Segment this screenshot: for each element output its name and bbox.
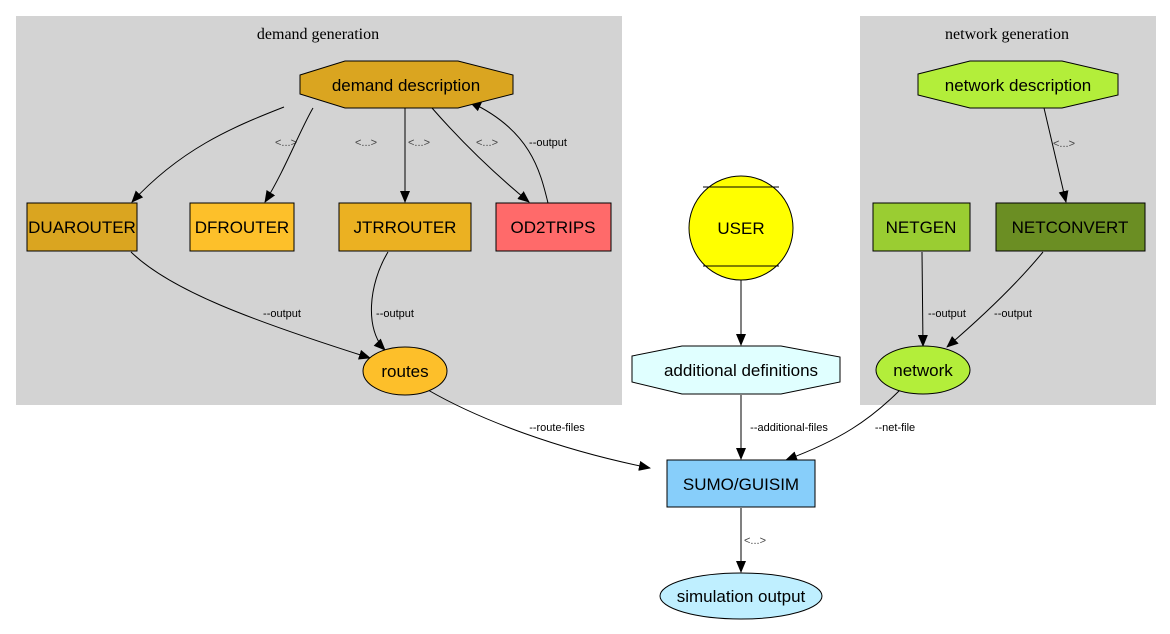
node-label: simulation output <box>677 587 806 606</box>
node-dfrouter[interactable]: DFROUTER <box>189 202 295 252</box>
node-label: SUMO/GUISIM <box>683 475 799 494</box>
circle-shape <box>688 175 794 281</box>
node-sumo-guisim[interactable]: SUMO/GUISIM <box>666 459 816 508</box>
node-user[interactable]: USER <box>688 175 794 281</box>
edge-label-demand-dfrouter: <...> <box>355 137 377 149</box>
edge-demand-description-to-dfrouter <box>264 107 314 203</box>
edges: <...> <...> <...> <...> --output --outpu… <box>130 101 1075 573</box>
node-label: OD2TRIPS <box>510 218 595 237</box>
node-label: network <box>893 361 953 380</box>
node-od2trips[interactable]: OD2TRIPS <box>495 202 612 252</box>
edge-jtrrouter-to-routes <box>370 251 389 351</box>
node-simulation-output[interactable]: simulation output <box>659 572 823 620</box>
edge-label-duarouter-output: --output <box>263 308 301 320</box>
node-demand-description[interactable]: demand description <box>299 60 514 109</box>
edge-label-additional-files: --additional-files <box>750 422 828 434</box>
edge-demand-description-to-duarouter <box>131 106 285 203</box>
node-label: additional definitions <box>664 361 818 380</box>
box-shape <box>338 202 472 252</box>
node-additional-definitions[interactable]: additional definitions <box>631 345 841 395</box>
edge-label-net-file: --net-file <box>875 422 915 434</box>
edge-label-demand-duarouter: <...> <box>275 137 297 149</box>
cluster-demand-title: demand generation <box>257 26 379 43</box>
node-netgen[interactable]: NETGEN <box>872 202 971 252</box>
node-label: network description <box>945 76 1091 95</box>
node-label: NETCONVERT <box>1012 218 1129 237</box>
edge-routes-to-sumo <box>427 389 651 471</box>
ellipse-shape <box>659 572 823 620</box>
node-routes[interactable]: routes <box>362 346 448 396</box>
node-duarouter[interactable]: DUAROUTER <box>26 202 138 252</box>
node-label: routes <box>381 362 428 381</box>
edge-label-route-files: --route-files <box>529 422 585 434</box>
node-label: DUAROUTER <box>28 218 136 237</box>
edge-label-sumo-output: <...> <box>744 535 766 547</box>
box-shape <box>26 202 138 252</box>
node-label: NETGEN <box>886 218 957 237</box>
node-netconvert[interactable]: NETCONVERT <box>995 202 1146 252</box>
edge-network-description-to-netconvert <box>1043 107 1069 203</box>
octagon-shape <box>631 345 841 395</box>
box-shape <box>189 202 295 252</box>
edge-network-to-sumo <box>785 389 901 461</box>
box-shape <box>495 202 612 252</box>
ellipse-shape <box>875 345 971 395</box>
box-shape <box>666 459 816 508</box>
edge-duarouter-to-routes <box>130 251 371 360</box>
edge-label-netgen-output: --output <box>928 308 966 320</box>
edge-od2trips-to-demand-description <box>469 101 549 204</box>
edge-label-network-netconvert: <...> <box>1053 138 1075 150</box>
node-jtrrouter[interactable]: JTRROUTER <box>338 202 472 252</box>
edge-label-netconvert-output: --output <box>994 308 1032 320</box>
octagon-shape <box>299 60 514 109</box>
nodes: demand description DUAROUTER DFROUTER JT… <box>26 60 1146 620</box>
box-shape <box>995 202 1146 252</box>
node-network-description[interactable]: network description <box>917 60 1119 109</box>
edge-label-od2trips-output: --output <box>529 137 567 149</box>
edge-label-jtrrouter-output: --output <box>376 308 414 320</box>
edge-netconvert-to-network <box>946 251 1044 348</box>
box-shape <box>872 202 971 252</box>
node-label: USER <box>717 219 764 238</box>
edge-label-demand-od2trips: <...> <box>476 137 498 149</box>
ellipse-shape <box>362 346 448 396</box>
edge-label-demand-jtrrouter: <...> <box>408 137 430 149</box>
cluster-network-title: network generation <box>945 26 1069 43</box>
edge-netgen-to-network <box>917 251 928 347</box>
node-network[interactable]: network <box>875 345 971 395</box>
node-label: demand description <box>332 76 480 95</box>
edge-demand-description-to-od2trips <box>431 107 530 203</box>
octagon-shape <box>917 60 1119 109</box>
node-label: DFROUTER <box>195 218 289 237</box>
node-label: JTRROUTER <box>354 218 457 237</box>
